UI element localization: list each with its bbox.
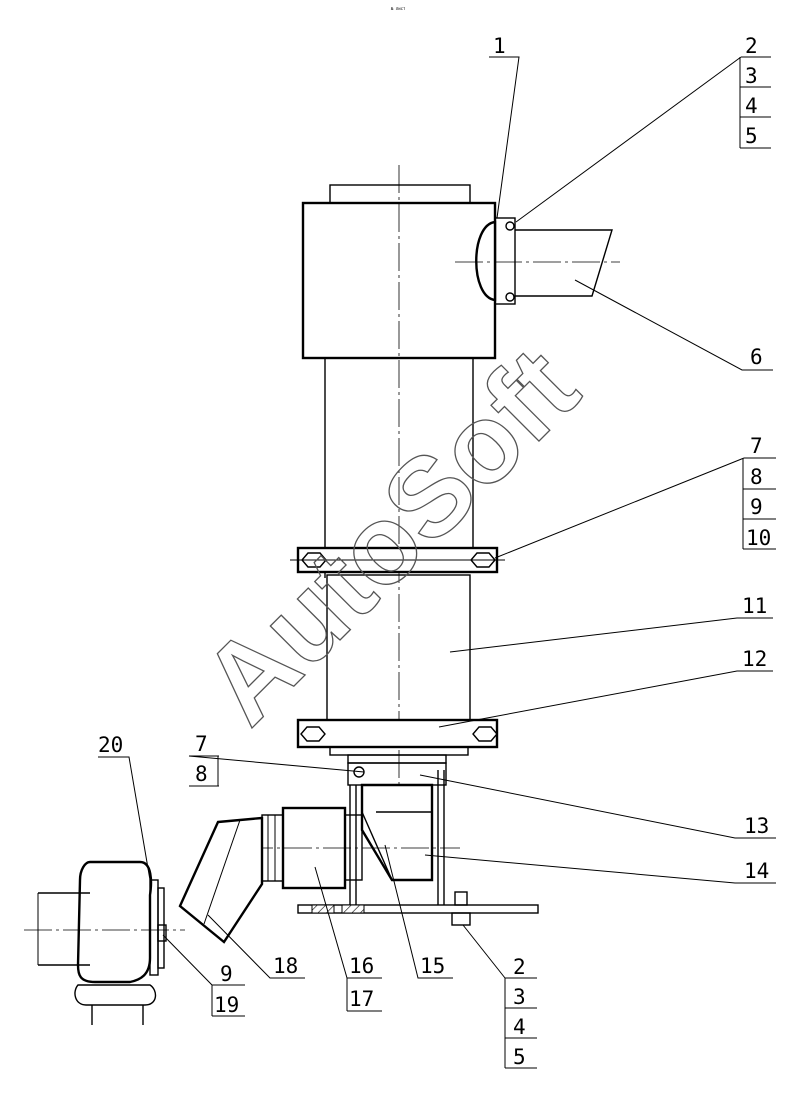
callout-20: 20: [98, 733, 123, 757]
lower-bracket: [296, 718, 499, 749]
leader-lines: [98, 56, 776, 1069]
callout-3-top: 3: [745, 64, 758, 88]
callout-4-bottom: 4: [513, 1015, 526, 1039]
callout-11: 11: [742, 594, 767, 618]
watermark: AutoSoft: [179, 324, 602, 747]
horizontal-connector: [245, 806, 460, 890]
callout-1: 1: [493, 34, 506, 58]
callout-10-right: 10: [746, 526, 771, 550]
header-mark: № лист: [391, 6, 406, 11]
callout-12: 12: [742, 647, 767, 671]
callout-8-right: 8: [750, 465, 763, 489]
callout-2-bottom: 2: [513, 955, 526, 979]
callout-14: 14: [744, 859, 769, 883]
callout-16: 16: [349, 954, 374, 978]
callout-8-left: 8: [195, 762, 208, 786]
callout-labels: 1 2 3 4 5 6 7 8 9 10 11 12 7 8 13 14 15 …: [98, 34, 771, 1069]
upper-clamp: [290, 546, 505, 574]
callout-9-right: 9: [750, 495, 763, 519]
upper-outlet-pipe: [455, 217, 620, 305]
callout-5-bottom: 5: [513, 1045, 526, 1069]
callout-19: 19: [214, 993, 239, 1017]
callout-6: 6: [750, 345, 763, 369]
callout-2-top: 2: [745, 34, 758, 58]
turbocharger: [24, 860, 185, 1025]
callout-9-left: 9: [220, 962, 233, 986]
elbow-pipe: [360, 783, 434, 882]
inclined-hose: [178, 816, 264, 944]
callout-18: 18: [273, 954, 298, 978]
callout-4-top: 4: [745, 94, 758, 118]
callout-7-right: 7: [750, 434, 763, 458]
callout-17: 17: [349, 987, 374, 1011]
callout-7-left: 7: [195, 732, 208, 756]
callout-3-bottom: 3: [513, 985, 526, 1009]
callout-5-top: 5: [745, 124, 758, 148]
callout-15: 15: [420, 954, 445, 978]
callout-13: 13: [744, 814, 769, 838]
